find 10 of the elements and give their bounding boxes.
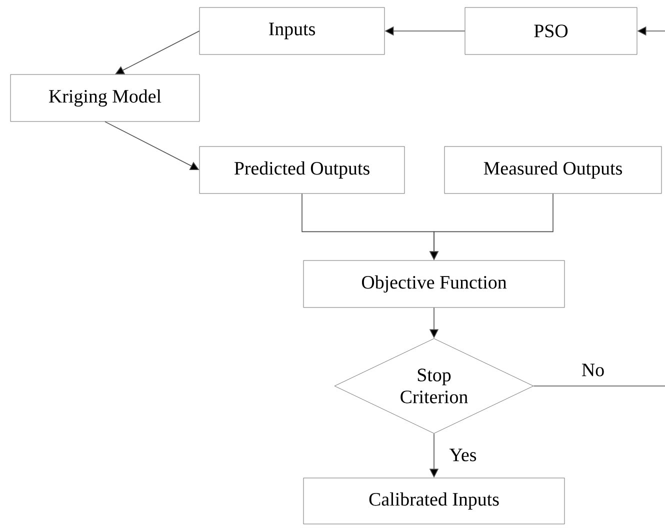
process-box: Kriging Model xyxy=(10,74,200,122)
process-box: Inputs xyxy=(199,7,385,55)
edge-label: Yes xyxy=(448,448,478,462)
process-box: PSO xyxy=(464,7,638,55)
process-box: Calibrated Inputs xyxy=(303,478,565,524)
process-box: Objective Function xyxy=(303,260,565,308)
process-box: Predicted Outputs xyxy=(199,146,405,194)
arrow xyxy=(115,30,200,74)
process-box: Measured Outputs xyxy=(444,146,662,194)
edge-label: No xyxy=(580,362,606,378)
